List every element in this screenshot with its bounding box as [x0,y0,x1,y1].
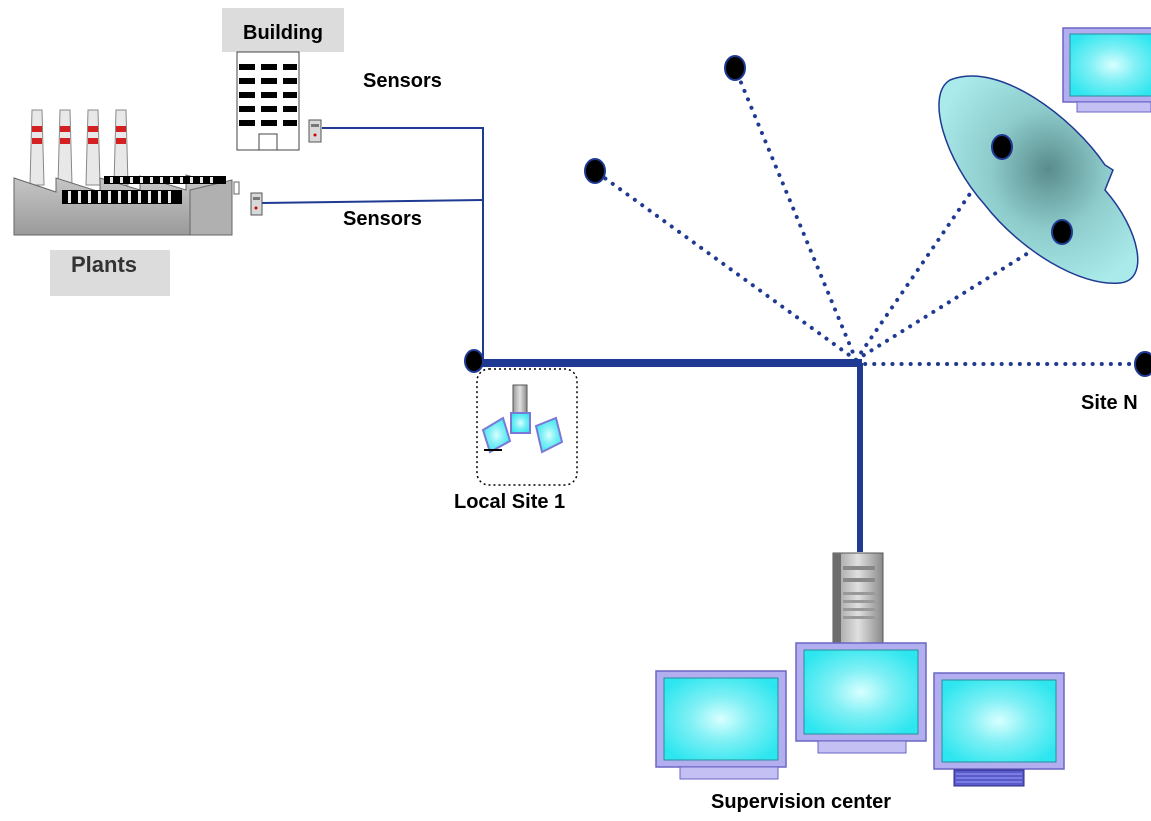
sensor-wires [261,127,484,360]
monitor-icon [933,672,1065,787]
node-left [584,158,606,184]
server-tower-icon [512,384,528,416]
site-n-label: Site N [1081,392,1138,414]
sensor-icon [308,119,322,143]
node-site-n [1134,351,1151,377]
sensors-label-bottom: Sensors [343,208,422,230]
wireless-zone-icon [938,75,1139,284]
node-local-site [464,349,484,373]
wireless-link-top [733,66,858,362]
sensor-icon [250,192,263,216]
network-nodes [464,55,1151,377]
monitor-icon [534,416,564,454]
sensor-wire-building [322,127,484,360]
node-top [724,55,746,81]
monitor-icon [481,416,512,454]
node-zone-upper [991,134,1013,160]
local-site-cluster [476,368,578,486]
factory-icon [13,109,240,296]
wireless-link-zone-lower [854,230,1064,362]
wireless-zone [938,75,1139,284]
local-site-label: Local Site 1 [454,491,566,513]
sensors-label-top: Sensors [363,70,442,92]
wireless-link-left [593,169,858,362]
supervision-center-label: Supervision center [711,791,892,813]
building-icon [222,8,344,151]
wireless-links [593,66,1147,366]
network-backbone [473,359,863,552]
sensor-wire-plants [261,199,484,204]
wireless-link-zone-upper [854,145,1004,362]
monitor-icon [1062,27,1151,113]
monitor-icon [795,642,927,754]
monitor-icon [655,670,787,780]
plants-label: Plants [70,252,138,277]
building-label: Building [243,22,323,44]
server-tower-icon [832,552,884,644]
monitor-icon [510,412,531,434]
node-zone-lower [1051,219,1073,245]
